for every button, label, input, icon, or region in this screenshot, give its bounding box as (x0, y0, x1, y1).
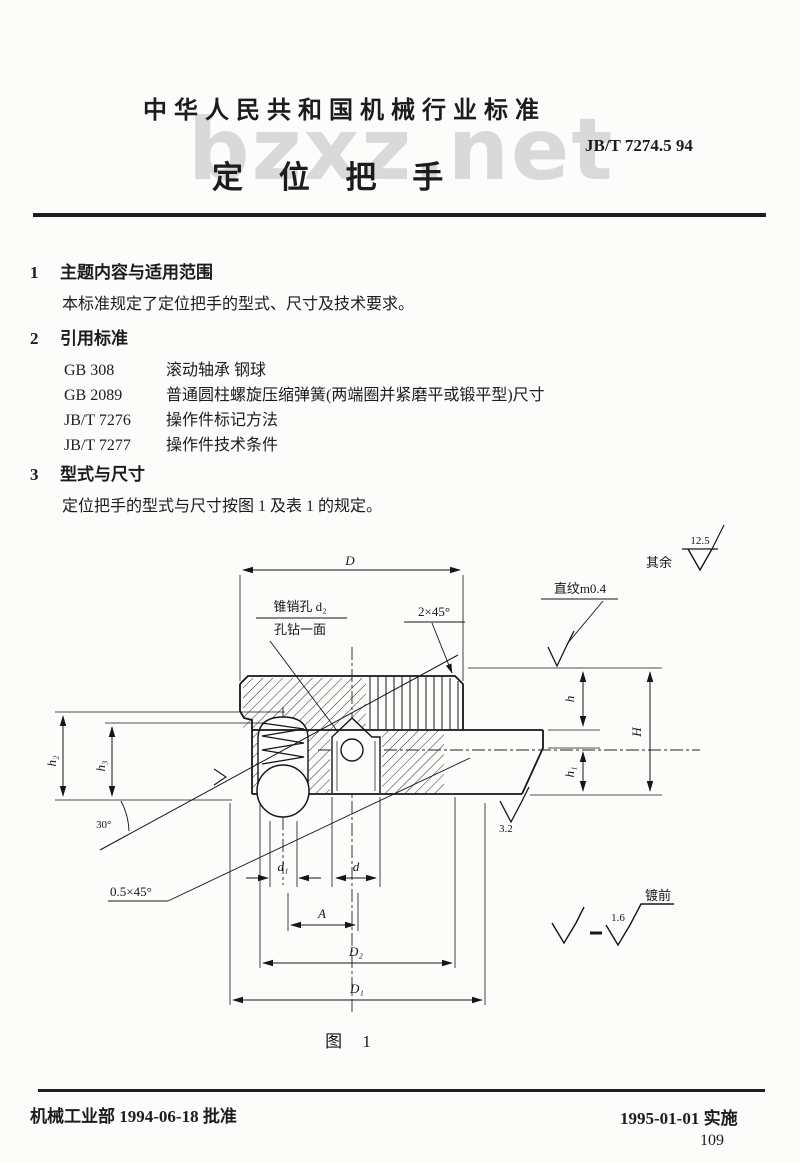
knurl-label: 直纹m0.4 (554, 581, 607, 596)
reference-title: 操作件标记方法 (166, 412, 279, 429)
knurl-band (369, 677, 459, 729)
roughness-32: 3.2 (499, 786, 530, 835)
figure-caption: 图 1 (325, 1032, 379, 1051)
spring (261, 722, 305, 765)
standard-code: JB/T 7274.5 94 (585, 136, 693, 155)
reference-row: JB/T 7276 操作件标记方法 (64, 406, 278, 430)
dim-label-h3: h₃ (93, 760, 108, 771)
footer-implemented: 1995-01-01 实施 (620, 1109, 738, 1128)
roughness-symbol (687, 548, 713, 572)
reference-title: 操作件技术条件 (166, 437, 279, 454)
dim-label-H: H (629, 727, 644, 738)
section-hatch (382, 731, 444, 793)
reference-code: GB 308 (64, 362, 115, 379)
section-1-heading: 1 主题内容与适用范围 (30, 258, 213, 283)
angle-label: 30° (96, 819, 111, 831)
watermark: bzxz.net (188, 100, 615, 200)
angle-arc (120, 800, 130, 832)
dim-label-d1: d₁ (277, 859, 288, 874)
reference-row: JB/T 7277 操作件技术条件 (64, 431, 278, 455)
dim-label-h2: h₂ (44, 755, 59, 767)
plating-label: 镀前 (645, 888, 671, 903)
dim-label-D1: D₁ (349, 981, 364, 996)
section-3-heading: 3 型式与尺寸 (30, 460, 145, 485)
dim-label-A: A (317, 906, 326, 921)
right-extension-lines (468, 667, 662, 796)
roughness-value: 12.5 (690, 535, 710, 547)
pin-note-line2: 孔钻一面 (274, 622, 326, 637)
surplus-label: 其余 (646, 555, 672, 570)
dim-label-h1: h₁ (562, 766, 577, 777)
figure-1-drawing: 其余 12.5 D 锥销孔 d₂ 孔钻一面 2×45° 直纹m0.4 (44, 524, 725, 1051)
section-hatch (243, 678, 366, 729)
footer-page-number: 109 (700, 1132, 724, 1149)
reference-code: JB/T 7277 (64, 437, 131, 454)
chamfer-top-note: 2×45° (404, 604, 465, 674)
left-surface-mark (213, 768, 227, 786)
reference-code: JB/T 7276 (64, 412, 131, 429)
reference-title: 滚动轴承 钢球 (166, 362, 267, 379)
section-2-title: 引用标准 (60, 329, 128, 348)
reference-code: GB 2089 (64, 387, 123, 404)
section-1-body: 本标准规定了定位把手的型式、尺寸及技术要求。 (62, 296, 415, 313)
chamfer-bottom-label: 0.5×45° (110, 884, 152, 899)
cone-line (99, 654, 459, 851)
footer-approved: 机械工业部 1994-06-18 批准 (30, 1107, 237, 1126)
detent-ball (256, 764, 310, 818)
section-2-number: 2 (30, 329, 39, 348)
section-1-title: 主题内容与适用范围 (60, 263, 213, 282)
reference-row: GB 308 滚动轴承 钢球 (64, 356, 266, 380)
standard-org-title: 中华人民共和国机械行业标准 (143, 98, 546, 124)
general-roughness-note: 其余 12.5 (646, 524, 725, 572)
knurl-note: 直纹m0.4 (541, 581, 618, 668)
handle-body-outline (239, 675, 544, 795)
section-1-number: 1 (30, 263, 39, 282)
chamfer-top-label: 2×45° (418, 604, 450, 619)
section-2-heading: 2 引用标准 (30, 324, 128, 349)
dim-label-D2: D₂ (348, 944, 363, 959)
plating-roughness-value: 1.6 (611, 912, 625, 924)
reference-title: 普通圆柱螺旋压缩弹簧(两端圈并紧磨平或锻平型)尺寸 (166, 387, 545, 404)
taper-pin-hole (340, 738, 364, 762)
plating-note: 1.6 镀前 (551, 888, 674, 947)
footer-rule (38, 1089, 765, 1092)
dim-label-h: h (562, 696, 577, 703)
section-3-title: 型式与尺寸 (60, 465, 145, 484)
left-extension-lines (55, 711, 285, 801)
roughness-check-symbol (547, 630, 575, 668)
chamfer-bottom-note: 0.5×45° (108, 757, 471, 902)
dim-label-d: d (353, 859, 360, 874)
section-3-number: 3 (30, 465, 39, 484)
roughness-32-value: 3.2 (499, 823, 513, 835)
section-3-body: 定位把手的型式与尺寸按图 1 及表 1 的规定。 (62, 498, 383, 515)
header-rule (33, 213, 766, 217)
page-title: 定 位 把 手 (212, 160, 458, 195)
dim-label-D: D (344, 553, 355, 568)
pin-note-line1: 锥销孔 d₂ (273, 599, 326, 614)
reference-row: GB 2089 普通圆柱螺旋压缩弹簧(两端圈并紧磨平或锻平型)尺寸 (64, 381, 545, 405)
